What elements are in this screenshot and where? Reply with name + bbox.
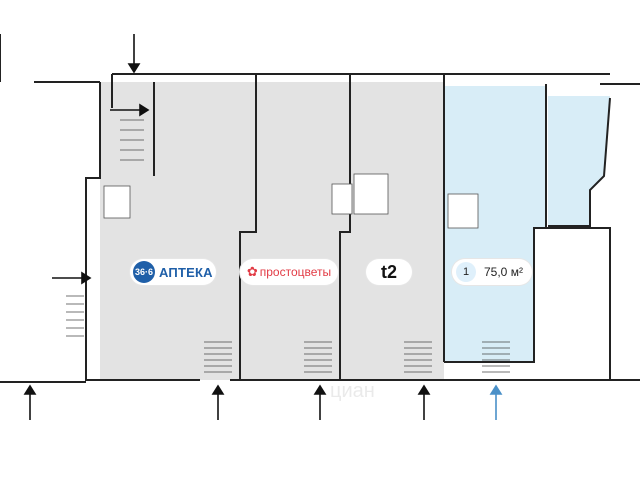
unit-premises (444, 86, 546, 362)
pharmacy-label: 36·6 АПТЕКА (130, 259, 216, 285)
flowers-premises (240, 82, 350, 380)
pharmacy-name: АПТЕКА (159, 264, 213, 280)
telecom-premises (340, 82, 444, 380)
restroom-fixtures (103, 173, 479, 229)
flower-icon: ✿ (246, 264, 258, 279)
stairs (66, 119, 510, 373)
pharmacy-logo: 36·6 (133, 261, 155, 283)
flowers-name: простоцветы (259, 265, 332, 279)
pharmacy-premises (100, 82, 256, 380)
unit-label[interactable]: 1 75,0 м² (452, 259, 532, 285)
unit-number: 1 (456, 262, 476, 282)
telecom-name: t2 (380, 261, 397, 282)
walls (0, 34, 640, 383)
watermark: циан (330, 380, 375, 402)
unit-back-room (548, 96, 610, 226)
telecom-label: t2 (366, 259, 412, 285)
unit-area: 75,0 м² (484, 265, 523, 279)
unit-entrance-arrow (489, 384, 503, 420)
entrance-arrows (23, 34, 431, 420)
flowers-label: ✿ простоцветы (240, 259, 338, 285)
